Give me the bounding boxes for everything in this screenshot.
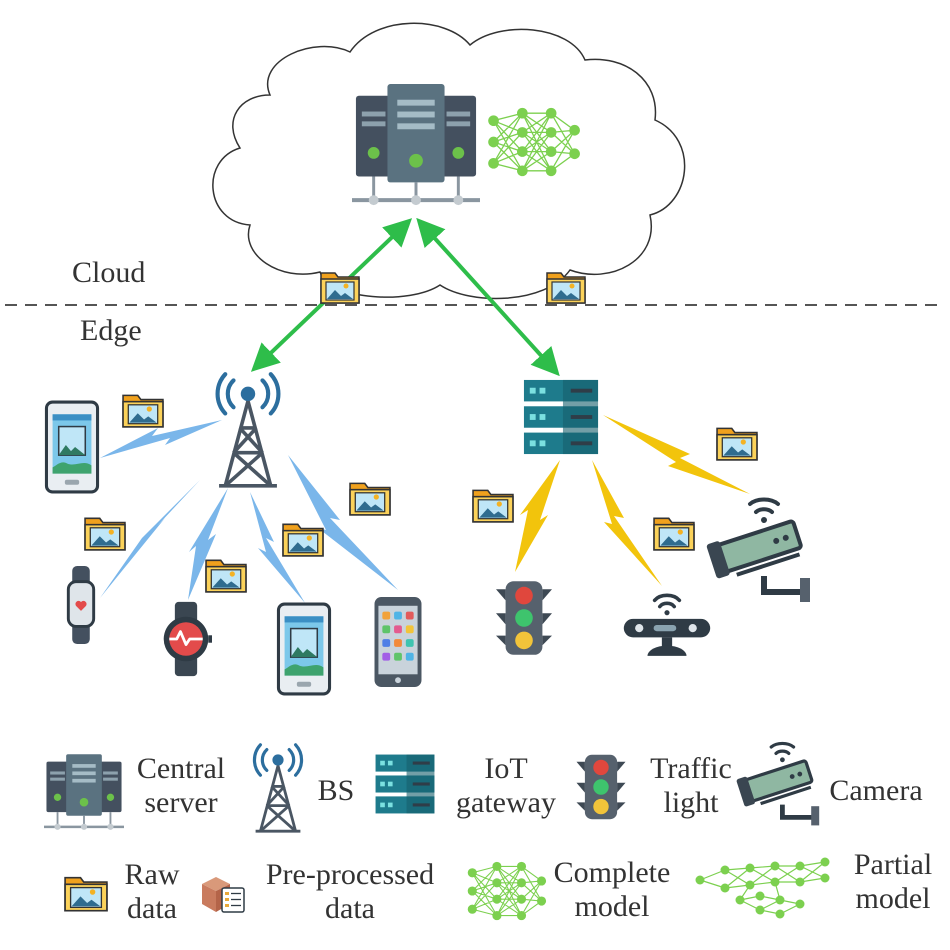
legend-traffic-light-label: Traffic light: [643, 752, 739, 820]
legend-complete-model-icon: [467, 861, 547, 921]
bolt-tlight: [515, 460, 560, 572]
raw-data-icon: [546, 272, 586, 304]
wireless-links-bs: [100, 420, 398, 603]
legend-partial-model-line2: model: [855, 882, 931, 915]
fitness-band-icon: [66, 566, 96, 644]
raw-data-icon: [472, 489, 514, 523]
legend-preprocessed-line1: Pre-processed: [265, 858, 435, 891]
legend-traffic-light-line2: light: [663, 786, 719, 819]
legend-partial-model-label: Partial model: [838, 848, 948, 916]
legend-iot-gateway-label: IoT gateway: [446, 752, 566, 820]
legend-traffic-light-line1: Traffic: [650, 752, 732, 785]
raw-data-icon: [320, 272, 360, 304]
legend-partial-model-line1: Partial: [853, 848, 933, 881]
raw-data-icon: [205, 559, 247, 593]
traffic-light-icon: [496, 581, 552, 655]
edge-zone-label: Edge: [80, 314, 142, 347]
legend-tlight-icon: [576, 754, 626, 820]
bs-tower-icon: [218, 374, 279, 486]
cloud-zone-label: Cloud: [72, 256, 146, 289]
raw-data-icon: [122, 394, 164, 428]
raw-data-icon: [282, 523, 324, 557]
legend-partial-model-icon: [695, 857, 830, 919]
legend-bs-label: BS: [317, 774, 355, 807]
legend-complete-model-line1: Complete: [553, 856, 671, 889]
legend-bs-icon: [252, 743, 304, 833]
app-phone-icon: [374, 596, 422, 688]
legend-preprocessed-line2: data: [325, 892, 375, 925]
bolt-phone: [100, 420, 222, 458]
bolt-camera: [603, 415, 750, 494]
legend-gateway-icon: [375, 754, 435, 814]
legend-raw-data-label: Raw data: [112, 858, 192, 926]
iot-gateway-icon: [523, 379, 599, 455]
legend-preprocessed-icon: [201, 876, 245, 913]
legend-central-server-line1: Central: [136, 752, 226, 785]
legend-iot-gateway-line2: gateway: [456, 786, 556, 819]
legend-server-icon: [44, 753, 124, 832]
sensor-icon: [621, 593, 713, 658]
link-cloud-gateway: [416, 217, 560, 377]
raw-data-icon: [716, 427, 758, 461]
raw-data-icon: [84, 517, 126, 551]
raw-data-icon: [349, 482, 391, 516]
legend-complete-model-line2: model: [574, 890, 650, 923]
raw-data-icon: [653, 517, 695, 551]
smartphone-icon: [44, 400, 100, 494]
legend-central-server-label: Central server: [128, 752, 234, 820]
legend-raw-data-icon: [64, 876, 108, 912]
legend-central-server-line2: server: [144, 786, 218, 819]
legend-complete-model-label: Complete model: [544, 856, 680, 924]
wireless-links-gateway: [515, 415, 750, 586]
legend-preprocessed-label: Pre-processed data: [250, 858, 450, 926]
bolt-watch: [188, 488, 228, 600]
smartphone-icon: [276, 602, 332, 696]
legend-camera-icon: [736, 743, 819, 825]
legend-raw-data-line1: Raw: [124, 858, 180, 891]
bolt-appphone: [288, 455, 398, 590]
legend-raw-data-line2: data: [127, 892, 177, 925]
smartwatch-icon: [162, 600, 212, 678]
bolt-sensor: [592, 460, 662, 586]
legend-camera-label: Camera: [829, 774, 923, 807]
legend-iot-gateway-line1: IoT: [484, 752, 528, 785]
camera-icon: [706, 500, 810, 602]
